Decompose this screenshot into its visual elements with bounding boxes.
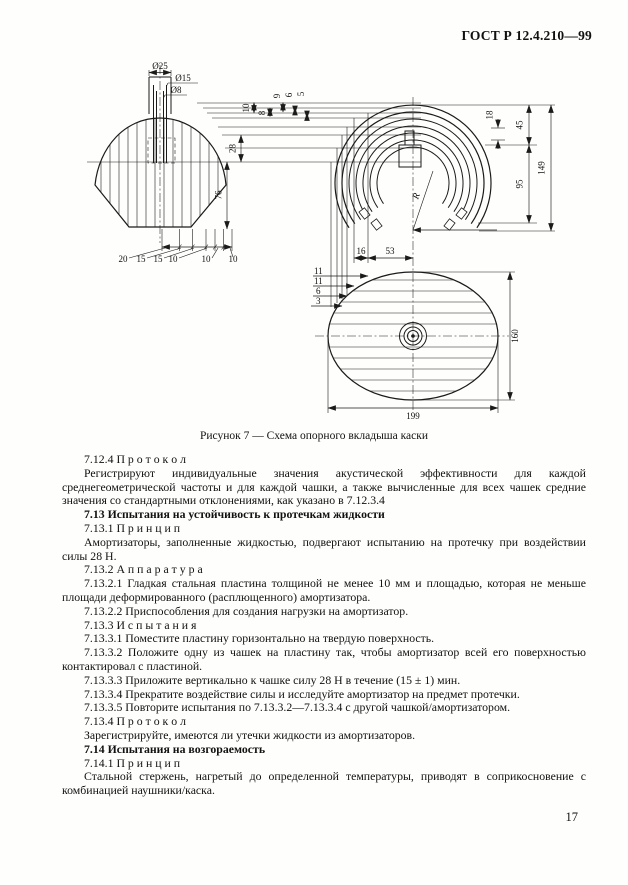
section-7-13-heading: 7.13 Испытания на устойчивость к протечк… — [84, 507, 385, 522]
dim-10a-label: 10 — [169, 254, 179, 264]
dim-18-label: 18 — [485, 110, 495, 120]
dim-160-label: 160 — [510, 329, 520, 343]
document-body: 7.12.4 П р о т о к о л Регистрируют инди… — [62, 452, 586, 798]
clause-7-12-4-text: Регистрируют индивидуальные значения аку… — [62, 465, 586, 508]
dim-diameter-15-label: Ø15 — [175, 73, 191, 83]
dim-95-label: 95 — [515, 179, 525, 189]
clause-7-13-3: 7.13.3 И с п ы т а н и я — [84, 617, 197, 632]
clause-7-13-2-2: 7.13.2.2 Приспособления для создания наг… — [84, 603, 409, 618]
dim-20-label: 20 — [119, 254, 129, 264]
clause-7-13-1-text: Амортизаторы, заполненные жидкостью, под… — [62, 534, 586, 563]
side-section-view: Ø25 Ø15 Ø8 10 8 9 6 5 — [87, 61, 421, 264]
dim-76-label: 76 — [214, 190, 224, 200]
clause-7-12-4: 7.12.4 П р о т о к о л — [84, 452, 186, 466]
plan-view: 16 53 11 11 6 3 160 199 — [311, 97, 520, 421]
dim-9-label: 9 — [272, 93, 282, 98]
page-number: 17 — [565, 810, 579, 824]
dim-45-label: 45 — [515, 120, 525, 130]
dim-15a-label: 15 — [137, 254, 147, 264]
dim-10b-label: 10 — [202, 254, 212, 264]
dim-diameter-25-label: Ø25 — [152, 61, 168, 71]
clause-7-13-3-5: 7.13.3.5 Повторите испытания по 7.13.3.2… — [84, 700, 511, 715]
dim-28-label: 28 — [228, 144, 238, 154]
dim-10c-label: 10 — [229, 254, 239, 264]
dim-53-label: 53 — [386, 246, 396, 256]
dim-6-plan-label: 6 — [316, 286, 321, 296]
dim-149-label: 149 — [537, 161, 547, 175]
section-7-14-heading: 7.14 Испытания на возгораемость — [84, 741, 266, 756]
dim-199-label: 199 — [406, 411, 420, 421]
clause-7-13-3-2: 7.13.3.2 Положите одну из чашек на пласт… — [62, 645, 586, 673]
technical-drawing: Ø25 Ø15 Ø8 10 8 9 6 5 — [87, 61, 555, 421]
clause-7-13-3-3: 7.13.3.3 Приложите вертикально к чашке с… — [84, 672, 461, 687]
dim-6-label: 6 — [284, 92, 294, 97]
clause-7-14-1: 7.14.1 П р и н ц и п — [84, 755, 181, 770]
clause-7-13-3-4: 7.13.3.4 Прекратите воздействие силы и и… — [84, 686, 520, 701]
dim-11a-label: 11 — [314, 266, 323, 276]
dim-15b-label: 15 — [154, 254, 164, 264]
dim-5-label: 5 — [296, 91, 306, 96]
figure-caption: Рисунок 7 — Схема опорного вкладыша каск… — [199, 430, 429, 442]
bottom-spacing-dims: 20 15 15 10 10 10 — [119, 229, 239, 264]
dim-10-label: 10 — [241, 103, 251, 113]
standard-code-header: ГОСТ Р 12.4.210—99 — [461, 28, 592, 43]
dim-3-plan-label: 3 — [316, 296, 321, 306]
clause-7-13-1: 7.13.1 П р и н ц и п — [84, 520, 181, 535]
clause-7-13-2: 7.13.2 А п п а р а т у р а — [84, 562, 203, 577]
clause-7-13-4-text: Зарегистрируйте, имеются ли утечки жидко… — [84, 727, 416, 742]
dim-8-label: 8 — [257, 110, 267, 115]
clause-7-14-1-text: Стальной стержень, нагретый до определен… — [62, 769, 586, 798]
dim-diameter-8-label: Ø8 — [171, 85, 182, 95]
figure-7-drawing: Ø25 Ø15 Ø8 10 8 9 6 5 — [85, 55, 555, 427]
clause-7-13-3-1: 7.13.3.1 Поместите пластину горизонтальн… — [84, 631, 435, 646]
clause-7-13-4: 7.13.4 П р о т о к о л — [84, 714, 186, 729]
dim-radius-label: R — [411, 192, 423, 202]
dim-16-label: 16 — [357, 246, 367, 256]
clause-7-13-2-1: 7.13.2.1 Гладкая стальная пластина толщи… — [62, 576, 586, 604]
dim-11b-label: 11 — [314, 276, 323, 286]
